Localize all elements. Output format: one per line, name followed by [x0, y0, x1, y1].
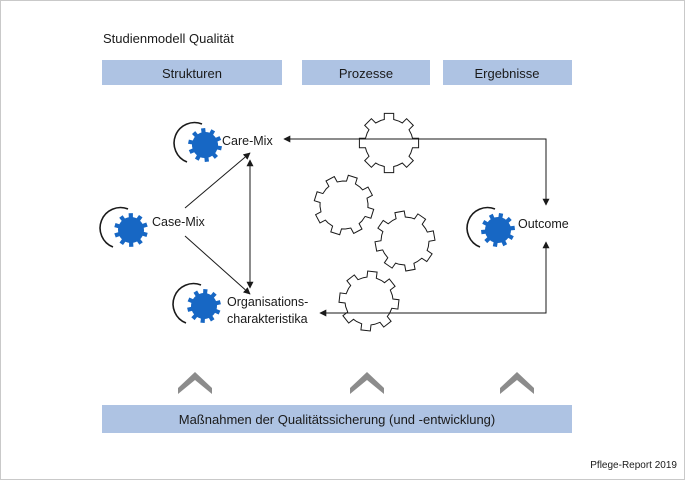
- rotation-arc-icon: [172, 282, 202, 324]
- gear-icon: [188, 128, 222, 162]
- gear-outcome: [466, 206, 515, 248]
- rotation-arc-icon: [99, 206, 129, 248]
- measures-label: Maßnahmen der Qualitätssicherung (und -e…: [179, 412, 496, 427]
- node-org-line1: Organisations-: [227, 295, 308, 309]
- header-results: Ergebnisse: [474, 66, 539, 81]
- gear-outline-shape: [358, 112, 420, 174]
- gear-outline-icon: [313, 174, 375, 236]
- gear-outline-icon: [338, 270, 400, 332]
- arrow-caremix-outcome: [283, 135, 550, 206]
- header-bar-processes: [302, 60, 430, 85]
- source-credit: Pflege-Report 2019: [590, 460, 677, 471]
- gear-icon: [114, 213, 148, 247]
- header-processes: Prozesse: [339, 66, 393, 81]
- process-gears: [313, 112, 436, 332]
- chevron-up-icon: [500, 372, 534, 394]
- header-bar-structures: [102, 60, 282, 85]
- gear-icon: [187, 289, 221, 323]
- gear-organisation: [172, 282, 221, 324]
- arrow-casemix-caremix: [184, 152, 251, 209]
- gear-care-mix: [173, 121, 222, 163]
- chevrons: [178, 372, 534, 394]
- node-care-mix: Care-Mix: [222, 134, 273, 148]
- rotation-arc-icon: [173, 121, 203, 163]
- arrow-org-outcome: [319, 241, 550, 317]
- gear-shape: [188, 128, 222, 162]
- gear-outline-shape: [338, 270, 400, 332]
- gear-icon: [481, 213, 515, 247]
- gear-outline-shape: [374, 210, 436, 272]
- diagram-title: Studienmodell Qualität: [103, 31, 234, 46]
- gear-shape: [114, 213, 148, 247]
- gear-outline-icon: [374, 210, 436, 272]
- node-case-mix: Case-Mix: [152, 215, 206, 229]
- node-org-line2: charakteristika: [227, 312, 308, 326]
- header-bar-results: [443, 60, 572, 85]
- chevron-up-icon: [178, 372, 212, 394]
- header-structures: Strukturen: [162, 66, 222, 81]
- gear-outline-icon: [358, 112, 420, 174]
- gear-case-mix: [99, 206, 148, 248]
- chevron-up-icon: [350, 372, 384, 394]
- gear-shape: [481, 213, 515, 247]
- node-outcome: Outcome: [518, 217, 569, 231]
- rotation-arc-icon: [466, 206, 496, 248]
- measures-bar: [102, 405, 572, 433]
- gear-outline-shape: [313, 174, 375, 236]
- arrow-casemix-org: [184, 235, 251, 295]
- gear-shape: [187, 289, 221, 323]
- connectors: [184, 135, 550, 317]
